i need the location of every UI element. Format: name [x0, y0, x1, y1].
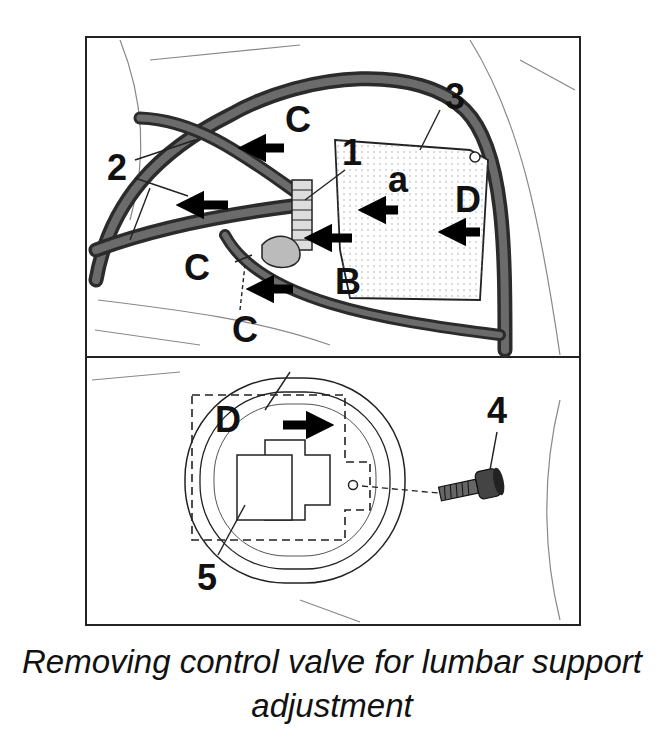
callout-label: 1 [342, 135, 362, 171]
callout-label: 4 [487, 393, 507, 429]
callout-label: a [388, 162, 408, 198]
callout-label: 5 [197, 560, 217, 596]
callout-label: D [455, 182, 481, 218]
callout-label: D [215, 402, 241, 438]
figure-caption: Removing control valve for lumbar suppor… [20, 640, 644, 728]
callout-label: 2 [107, 150, 127, 186]
callout-label: C [184, 250, 210, 286]
callout-label: 3 [445, 79, 465, 115]
callout-label: C [285, 102, 311, 138]
callout-label: B [335, 264, 361, 300]
callout-label: C [232, 312, 258, 348]
